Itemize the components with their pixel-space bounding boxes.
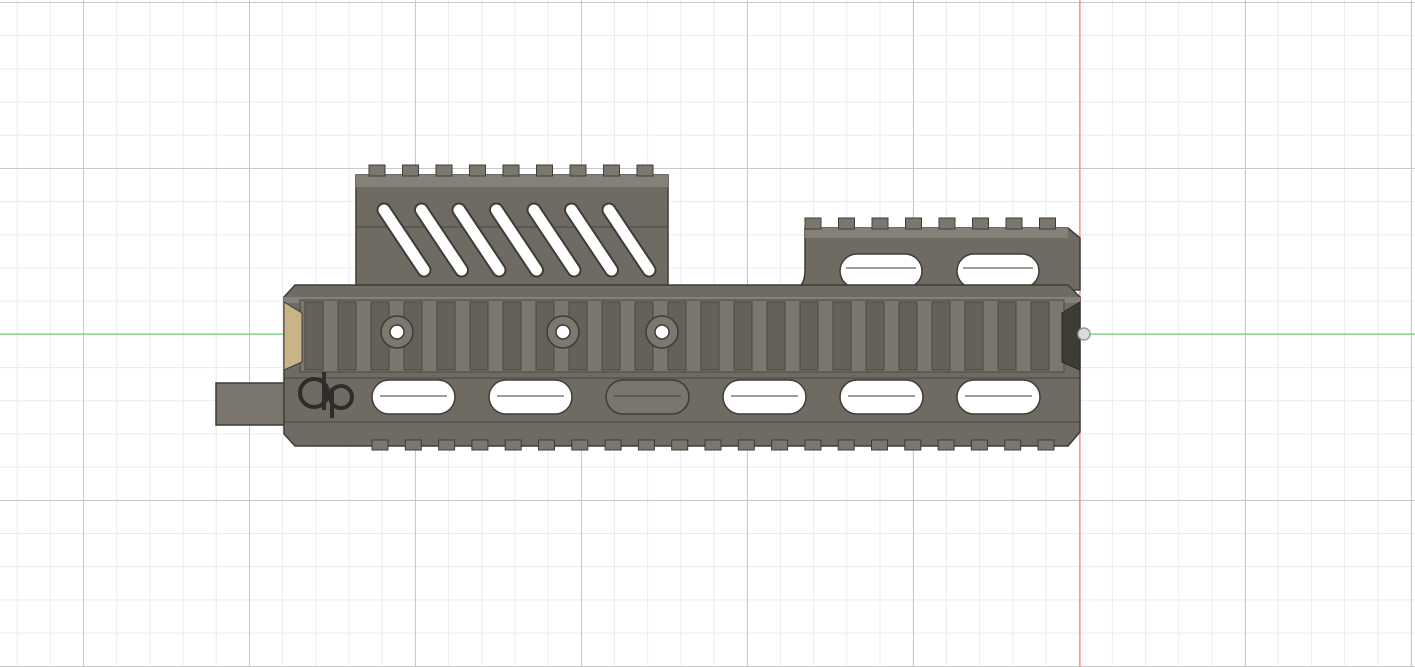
rail-rib [931, 301, 951, 371]
dp-logo-icon [298, 372, 354, 418]
rail-tooth [504, 439, 522, 451]
rail-tooth [538, 439, 555, 451]
bottom-oval-slots [371, 379, 1041, 415]
rail-rib [502, 301, 522, 371]
rail-tooth [838, 217, 855, 230]
origin-marker[interactable] [1077, 327, 1091, 341]
rail-tooth [604, 439, 622, 451]
rail-rib [898, 301, 918, 371]
rail-rib [832, 301, 852, 371]
rail-tooth [435, 164, 453, 177]
rail-tooth [637, 439, 655, 451]
rail-tooth [1039, 217, 1056, 230]
rail-rib [469, 301, 489, 371]
mounting-holes [380, 315, 679, 349]
slot [491, 204, 542, 276]
rail-rib [1030, 301, 1050, 371]
handguard-model[interactable] [215, 164, 1091, 451]
rail-rib [601, 301, 621, 371]
rail-tooth [1037, 439, 1055, 451]
rail-rib [436, 301, 456, 371]
rail-tooth [371, 439, 389, 451]
oval-slot [839, 379, 924, 415]
oval-slot [371, 379, 456, 415]
rail-tooth [837, 439, 855, 451]
rail-rib [733, 301, 753, 371]
rail-tooth [905, 217, 922, 230]
rail-tooth [1005, 217, 1023, 230]
rail-tooth [937, 439, 955, 451]
slanted-vent-slots [376, 202, 657, 278]
slot [378, 204, 430, 276]
rail-rib [766, 301, 786, 371]
rail-tooth [972, 217, 989, 230]
rail-tooth [502, 164, 520, 177]
rail-tooth [804, 439, 822, 451]
rail-tooth [603, 164, 620, 177]
rail-tooth [737, 439, 755, 451]
right-rail-teeth [804, 217, 1056, 230]
oval-slot [605, 379, 690, 415]
rail-tooth [1004, 439, 1022, 451]
slot [603, 204, 655, 276]
rail-tooth [569, 164, 587, 177]
rail-tooth [704, 439, 722, 451]
rail-tooth [771, 439, 789, 451]
rail-tooth [438, 439, 456, 451]
rail-tooth [871, 439, 888, 451]
rail-rib [865, 301, 885, 371]
rail-tooth [804, 217, 822, 230]
top-rail-block [355, 164, 669, 286]
right-rail-block [789, 217, 1081, 291]
slot [566, 204, 617, 276]
slot [453, 204, 505, 276]
side-rail-ribs [304, 301, 1050, 371]
rail-tooth [402, 164, 419, 177]
rail-tooth [469, 164, 486, 177]
rail-tooth [636, 164, 654, 177]
rail-tooth [471, 439, 489, 451]
bottom-rail-teeth [371, 439, 1055, 451]
oval-slot [722, 379, 807, 415]
rail-rib [700, 301, 720, 371]
slot [416, 204, 467, 276]
rail-rib [997, 301, 1017, 371]
rail-tooth [368, 164, 386, 177]
rear-tab [215, 382, 287, 426]
rail-tooth [938, 217, 956, 230]
rail-tooth [904, 439, 922, 451]
rail-tooth [404, 439, 422, 451]
top-rail-teeth [368, 164, 654, 177]
rail-tooth [671, 439, 689, 451]
oval-slot [488, 379, 573, 415]
rail-tooth [571, 439, 589, 451]
rail-tooth [871, 217, 889, 230]
rail-tooth [970, 439, 988, 451]
rail-rib [304, 301, 324, 371]
rail-rib [337, 301, 357, 371]
rail-rib [964, 301, 984, 371]
oval-slot [956, 379, 1041, 415]
slot [528, 204, 580, 276]
rail-tooth [536, 164, 553, 177]
main-body [283, 284, 1081, 451]
rail-rib [799, 301, 819, 371]
